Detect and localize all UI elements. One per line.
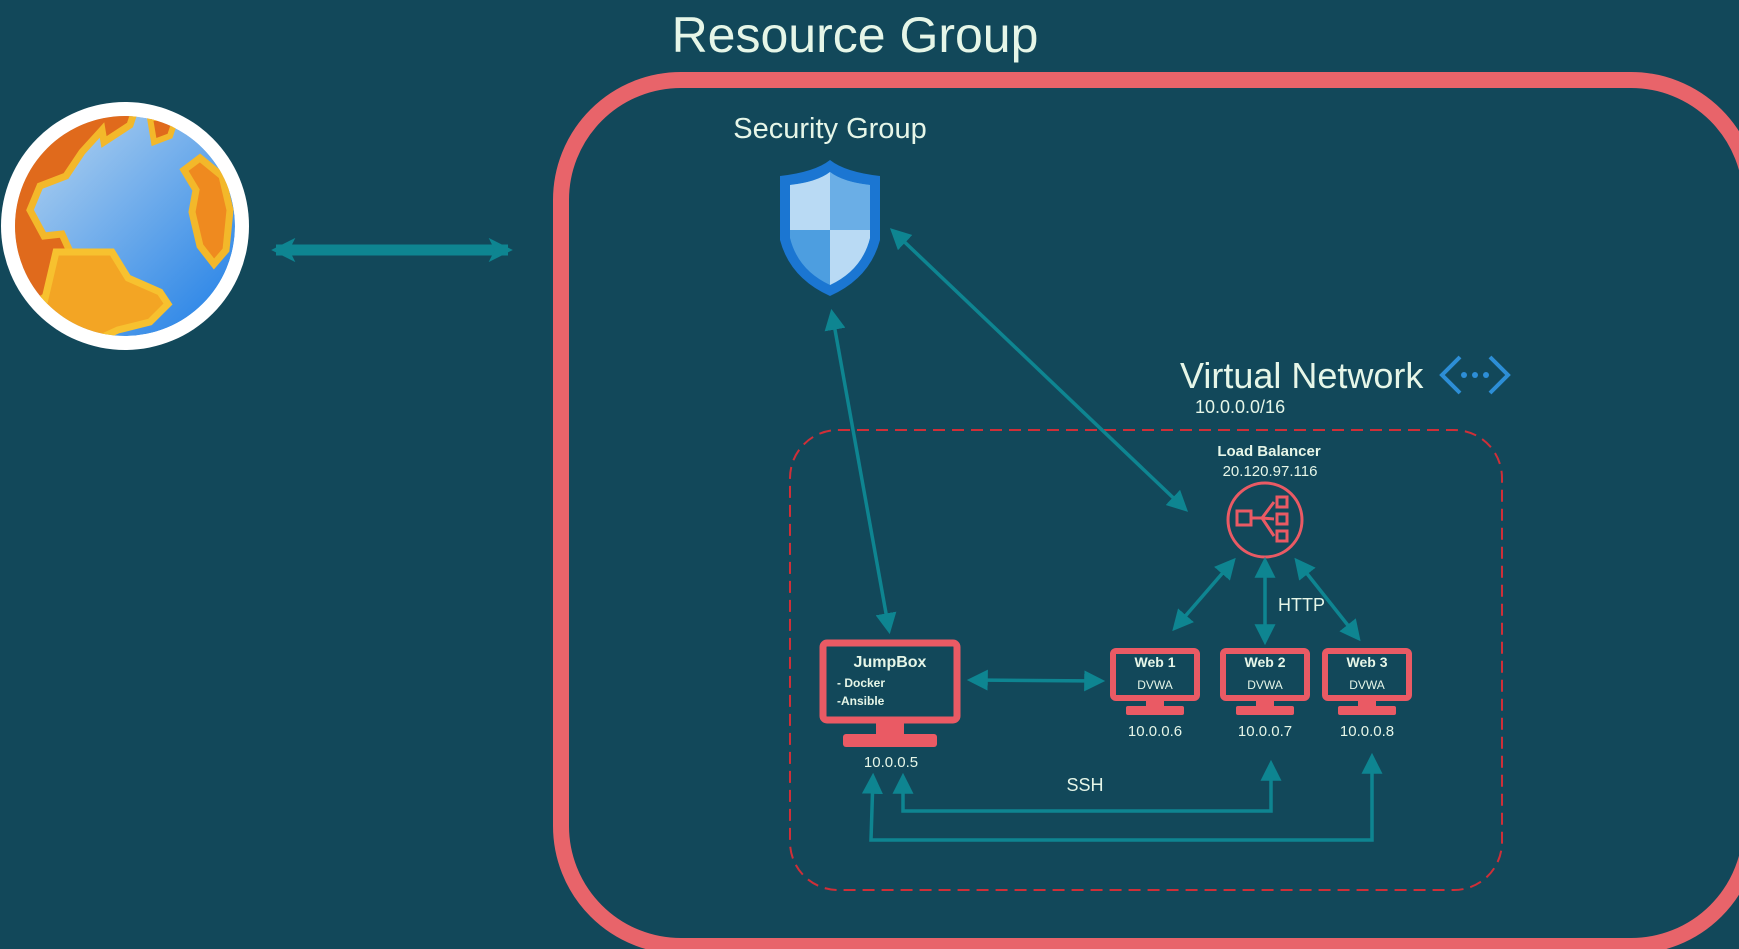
sg-to-jumpbox-arrow xyxy=(824,308,897,635)
jumpbox-name: JumpBox xyxy=(854,654,927,671)
jumpbox-line-1: - Docker xyxy=(837,676,885,690)
web-server-3: Web 3 DVWA 10.0.0.8 xyxy=(1322,648,1412,740)
load-balancer-ip: 20.120.97.116 xyxy=(1223,463,1318,480)
jumpbox-line-2: -Ansible xyxy=(837,694,885,708)
web-server-ip: 10.0.0.6 xyxy=(1128,723,1182,740)
shield-icon xyxy=(780,160,880,296)
web-server-app: DVWA xyxy=(1349,678,1385,692)
web-server-name: Web 3 xyxy=(1347,654,1388,670)
web-server-app: DVWA xyxy=(1247,678,1283,692)
sg-to-lb-arrow xyxy=(889,228,1189,512)
web-server-ip: 10.0.0.8 xyxy=(1340,723,1394,740)
lb-to-web1-arrow xyxy=(1172,557,1236,632)
web-server-1: Web 1 DVWA 10.0.0.6 xyxy=(1110,648,1200,740)
lb-to-web3-arrow xyxy=(1294,557,1361,642)
ssh-label: SSH xyxy=(1066,775,1103,795)
jumpbox-to-web1-arrow xyxy=(966,669,1106,692)
virtual-network-icon xyxy=(1439,355,1511,395)
security-group-label: Security Group xyxy=(733,113,926,145)
jumpbox-monitor xyxy=(819,639,961,747)
load-balancer-icon xyxy=(1226,481,1304,559)
ssh-route-web3 xyxy=(861,752,1383,842)
http-label: HTTP xyxy=(1278,595,1325,615)
resource-group-title: Resource Group xyxy=(672,7,1039,63)
jumpbox-ip: 10.0.0.5 xyxy=(864,754,918,771)
monitor-icon xyxy=(1110,648,1200,715)
globe-icon xyxy=(1,102,249,350)
web-server-name: Web 2 xyxy=(1245,654,1286,670)
load-balancer-label: Load Balancer xyxy=(1217,443,1321,460)
web-server-ip: 10.0.0.7 xyxy=(1238,723,1292,740)
monitor-icon xyxy=(1322,648,1412,715)
monitor-icon xyxy=(1220,648,1310,715)
virtual-network-cidr: 10.0.0.0/16 xyxy=(1195,397,1285,417)
web-server-2: Web 2 DVWA 10.0.0.7 xyxy=(1220,648,1310,740)
resource-group-container xyxy=(553,72,1739,949)
virtual-network-label: Virtual Network xyxy=(1180,355,1424,396)
web-server-name: Web 1 xyxy=(1135,654,1176,670)
web-server-app: DVWA xyxy=(1137,678,1173,692)
